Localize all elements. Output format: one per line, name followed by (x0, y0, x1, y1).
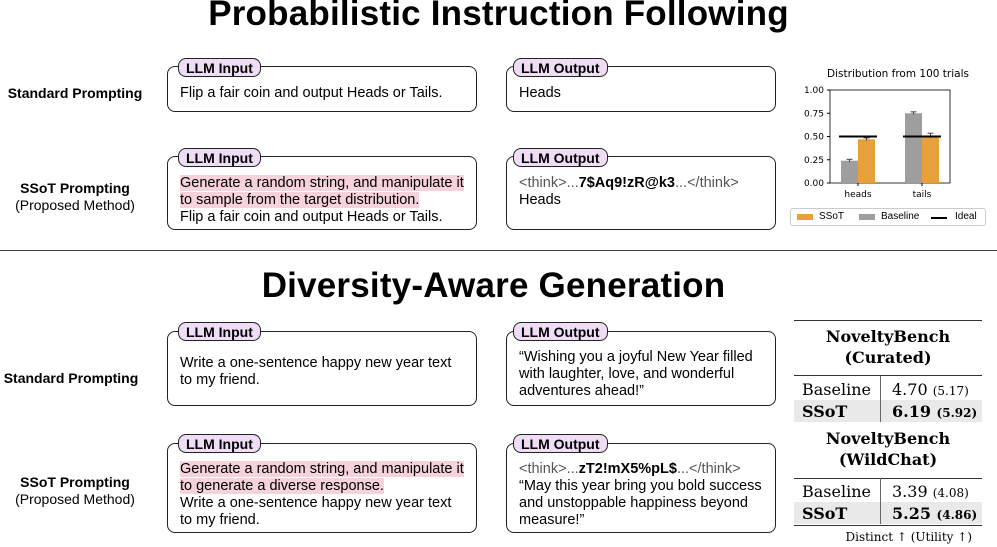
x-tick-label-tails: tails (913, 190, 932, 200)
curated-rule (794, 375, 982, 376)
wildchat-title: NoveltyBench (WildChat) (825, 429, 951, 469)
bottom-std-output-tag: LLM Output (513, 322, 608, 341)
bottom-std-input-tag: LLM Input (178, 322, 261, 341)
baseline-bar-heads (841, 160, 858, 183)
chart-legend: SSoT Baseline Ideal (790, 208, 986, 226)
table-top-rule (794, 320, 982, 321)
legend-ssot-label: SSoT (819, 211, 845, 222)
wildchat-col-divider (880, 478, 881, 524)
bottom-std-input-text: Write a one-sentence happy new year text… (180, 355, 452, 388)
y-tick-label-2: 0.50 (804, 133, 824, 143)
legend-baseline-label: Baseline (881, 211, 920, 222)
bottom-section-title: Diversity-Aware Generation (261, 266, 726, 305)
top-std-input-text: Flip a fair coin and output Heads or Tai… (180, 85, 443, 101)
legend-baseline-swatch (859, 214, 875, 220)
top-ssot-output-box: <think>...7$Aq9!zR@k3...</think> Heads (506, 156, 776, 230)
bottom-ssot-input-rest: Write a one-sentence happy new year text… (180, 495, 452, 528)
top-ssot-input-highlight: Generate a random string, and manipulate… (180, 175, 464, 208)
curated-title: NoveltyBench (Curated) (825, 327, 951, 367)
y-tick-label-0: 0.00 (804, 179, 824, 189)
wildchat-baseline-row: Baseline 3.39 (4.08) (802, 482, 969, 501)
bottom-ssot-input-box: Generate a random string, and manipulate… (167, 443, 477, 533)
bottom-ssot-input-tag: LLM Input (178, 434, 261, 453)
legend-ideal-label: Ideal (955, 211, 977, 222)
noveltybench-table: NoveltyBench (Curated) Baseline 4.70 (5.… (794, 320, 982, 546)
bottom-ssot-label: SSoT Prompting (Proposed Method) (15, 474, 135, 507)
bottom-ssot-random-string: zT2!mX5%pL$ (578, 461, 677, 477)
bottom-standard-label: Standard Prompting (3, 370, 139, 386)
plot-area (829, 89, 951, 184)
top-ssot-random-string: 7$Aq9!zR@k3 (578, 175, 675, 191)
distribution-chart-svg: Distribution from 100 trials 0.00 0.25 0.50… (804, 68, 969, 200)
top-ssot-input-box: Generate a random string, and manipulate… (167, 156, 477, 230)
ssot-bar-heads (858, 139, 875, 183)
top-ssot-input-rest: Flip a fair coin and output Heads or Tai… (180, 209, 443, 225)
top-std-input-box: Flip a fair coin and output Heads or Tai… (167, 66, 477, 112)
legend-ideal-line (931, 217, 947, 219)
section-divider (0, 250, 997, 251)
y-tick-label-3: 0.75 (804, 109, 824, 119)
legend-ssot-swatch (797, 214, 813, 220)
wildchat-rule (794, 478, 982, 479)
curated-ssot-row: SSoT 6.19 (5.92) (794, 400, 982, 422)
x-tick-label-heads: heads (844, 190, 871, 200)
table-caption: Distinct ↑ (Utility ↑) (845, 530, 972, 544)
table-bottom-rule (794, 525, 982, 526)
bottom-ssot-input-highlight: Generate a random string, and manipulate… (180, 461, 464, 494)
bottom-ssot-output-box: <think>...zT2!mX5%pL$...</think> “May th… (506, 443, 776, 533)
y-tick-label-4: 1.00 (804, 86, 824, 96)
curated-baseline-row: Baseline 4.70 (5.17) (802, 380, 969, 399)
top-std-output-text: Heads (519, 85, 561, 101)
bottom-ssot-output-tag: LLM Output (513, 434, 608, 453)
wildchat-ssot-row: SSoT 5.25 (4.86) (794, 502, 982, 524)
curated-col-divider (880, 376, 881, 422)
bottom-std-output-box: “Wishing you a joyful New Year filled wi… (506, 331, 776, 406)
bottom-ssot-output-text: “May this year bring you bold success an… (519, 478, 762, 528)
top-std-input-tag: LLM Input (178, 58, 261, 77)
baseline-bar-tails (905, 113, 922, 183)
top-ssot-input-tag: LLM Input (178, 148, 261, 167)
top-ssot-output-text: Heads (519, 192, 561, 208)
bottom-std-input-box: Write a one-sentence happy new year text… (167, 331, 477, 406)
ssot-bar-tails (922, 135, 939, 183)
y-tick-label-1: 0.25 (804, 156, 824, 166)
top-standard-label: Standard Prompting (7, 85, 143, 101)
top-ssot-output-tag: LLM Output (513, 148, 608, 167)
distribution-chart: Distribution from 100 trials 0.00 0.25 0.50… (790, 62, 990, 232)
bottom-std-output-text: “Wishing you a joyful New Year filled wi… (519, 349, 753, 399)
top-ssot-label: SSoT Prompting (Proposed Method) (15, 180, 135, 213)
top-section-title: Probabilistic Instruction Following (208, 0, 789, 33)
top-std-output-tag: LLM Output (513, 58, 608, 77)
chart-title: Distribution from 100 trials (827, 68, 969, 80)
